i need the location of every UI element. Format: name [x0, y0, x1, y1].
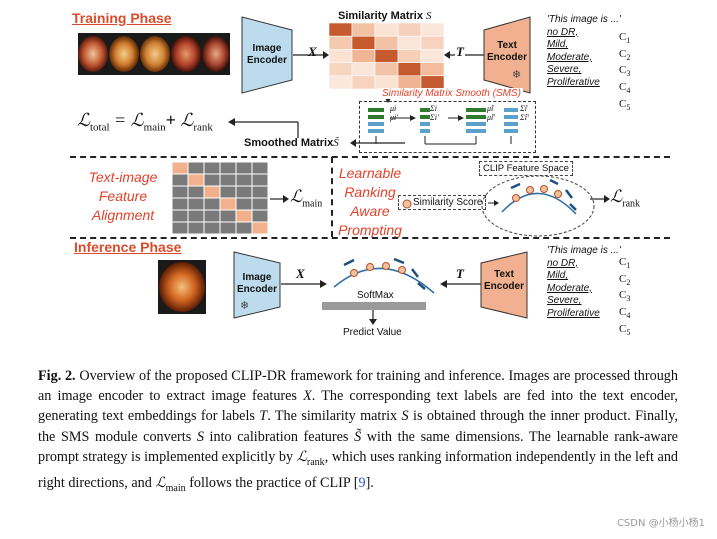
prompt-labels-inference: 'This image is ...' no DR, Mild, Moderat… — [547, 245, 621, 320]
text-encoder-label: Text Encoder — [486, 40, 527, 63]
figure-caption: Fig. 2. Overview of the proposed CLIP-DR… — [38, 368, 679, 494]
label-item: Proliferative — [547, 76, 600, 88]
smoothed-to-loss-arrow — [228, 118, 299, 138]
inference-text-encoder-shape — [480, 251, 528, 319]
x-feature-label: X — [308, 44, 317, 59]
similarity-score-dot — [402, 199, 412, 209]
label-item: Mild, — [547, 39, 569, 50]
sms-to-smoothed-arrow — [350, 139, 405, 147]
clip-feature-space-diagram — [481, 175, 595, 237]
x-arrow — [293, 51, 329, 59]
softmax-down-arrow — [369, 310, 377, 325]
prompt-template: 'This image is ...' — [547, 245, 621, 256]
inference-x-arrow — [281, 280, 327, 288]
inference-text-encoder-label: Text Encoder — [483, 269, 524, 292]
inference-snowflake-icon: ❄ — [240, 300, 250, 312]
sms-diagram — [368, 108, 518, 145]
image-encoder-label: Image Encoder — [246, 43, 287, 66]
alignment-arrow — [270, 195, 289, 203]
inference-x-label: X — [296, 266, 305, 281]
ranking-label: Learnable Ranking Aware Prompting — [338, 165, 402, 238]
inference-image-encoder-shape — [233, 251, 281, 319]
alignment-grid — [172, 162, 268, 234]
label-item: Severe, — [547, 295, 582, 306]
separator-dashed-top — [70, 156, 670, 158]
label-item: Mild, — [547, 270, 569, 281]
inference-fundus-image — [158, 260, 206, 314]
inference-phase-title: Inference Phase — [74, 239, 182, 255]
sms-module-box — [359, 101, 536, 153]
citation-link[interactable]: 9 — [358, 474, 366, 491]
t-embedding-label: T — [455, 44, 465, 60]
predict-value-label: Predict Value — [343, 327, 402, 338]
training-phase-title: Training Phase — [72, 10, 172, 26]
label-item: Moderate, — [547, 282, 593, 294]
label-item: no DR, — [547, 257, 579, 269]
sms-hat-mu-labels: μ̂i μ̂i' — [487, 104, 495, 122]
sms-mu-labels: μi μi' — [390, 104, 398, 122]
softmax-bar — [322, 302, 426, 310]
inference-curve-diagram — [333, 257, 435, 294]
watermark: CSDN @小杨小杨1 — [616, 518, 705, 529]
class-ids-inference: C1 C2 C3 C4 C5 — [619, 256, 631, 337]
loss-main-middle: ℒmain — [290, 187, 323, 210]
fundus-images — [78, 36, 230, 72]
inference-image-encoder-label: Image Encoder — [236, 272, 277, 295]
label-item: no DR, — [547, 26, 579, 38]
image-encoder-shape — [241, 16, 293, 94]
inference-fundus-svg — [159, 262, 205, 312]
figure-label: Fig. 2. — [38, 368, 76, 384]
similarity-matrix-title: Similarity Matrix S — [338, 10, 432, 22]
sms-title: Similarity Matrix Smooth (SMS) — [380, 88, 523, 99]
inference-t-label: T — [456, 266, 464, 281]
prompt-labels-training: 'This image is ...' no DR, Mild, Moderat… — [547, 14, 621, 89]
snowflake-icon: ❄ — [512, 69, 522, 81]
alignment-label: Text-image Feature Alignment — [88, 169, 158, 223]
loss-equation: ℒtotal = ℒmain+ ℒrank — [77, 110, 213, 134]
fundus-image-strip — [78, 33, 230, 75]
similarity-matrix — [329, 23, 444, 89]
class-ids-training: C1 C2 C3 C4 C5 — [619, 31, 631, 112]
prompt-template: 'This image is ...' — [547, 14, 621, 25]
clip-feature-space-label: CLIP Feature Space — [479, 161, 573, 176]
rank-loss-arrow — [590, 195, 610, 203]
label-item: Moderate, — [547, 51, 593, 63]
separator-dashed-vertical — [331, 157, 333, 237]
separator-dashed-bottom — [70, 237, 670, 239]
loss-rank-middle: ℒrank — [610, 187, 641, 210]
similarity-score-box: Similarity Score — [398, 195, 487, 210]
label-item: Severe, — [547, 64, 582, 75]
sms-sigma-labels: Σi Σi' — [430, 104, 439, 122]
text-encoder-shape — [483, 16, 531, 94]
smoothed-matrix-label: Smoothed MatrixS̃ — [244, 137, 339, 149]
inference-t-arrow — [440, 280, 486, 288]
similarity-score-arrow — [488, 200, 499, 206]
label-item: Proliferative — [547, 307, 600, 319]
sms-hat-sigma-labels: Σ̂i Σ̂i' — [520, 104, 529, 122]
softmax-label: SoftMax — [357, 290, 394, 301]
